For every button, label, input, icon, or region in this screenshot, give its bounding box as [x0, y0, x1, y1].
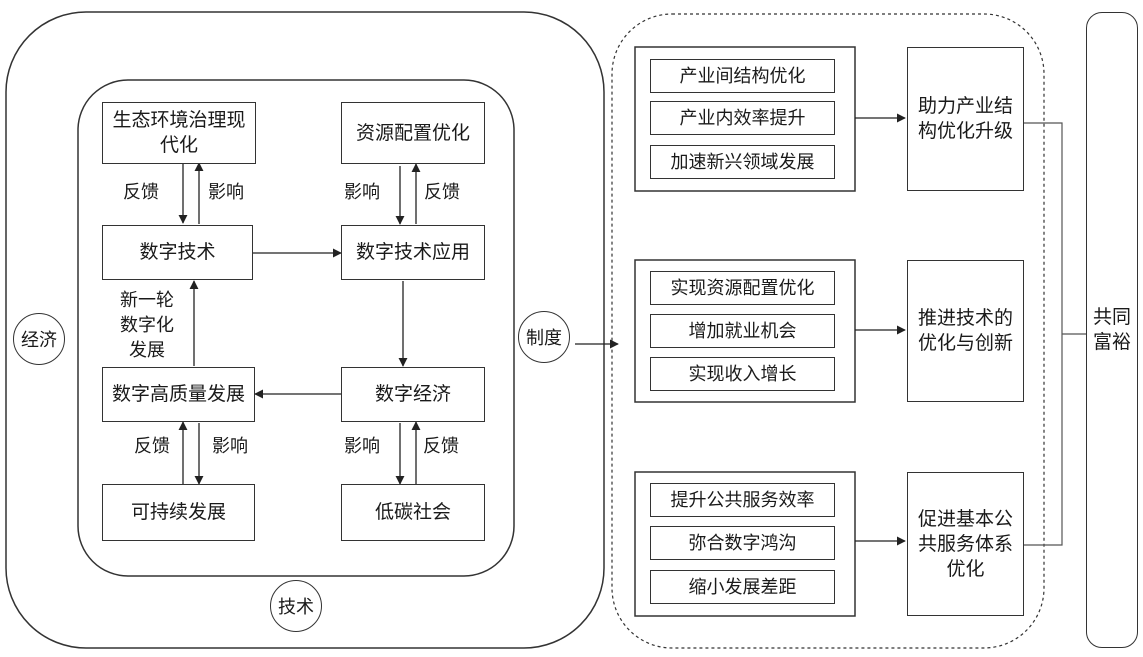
eco-governance-text: 生态环境治理现代化 [112, 109, 246, 156]
group3-item-1: 提升公共服务效率 [650, 483, 835, 517]
label-influence-sustainable: 影响 [212, 436, 248, 457]
sustainable-box: 可持续发展 [102, 484, 255, 541]
digital-tech-app-text: 数字技术应用 [355, 241, 470, 263]
technology-circle: 技术 [270, 580, 322, 632]
low-carbon-text: 低碳社会 [374, 501, 451, 523]
resource-allocation-box: 资源配置优化 [341, 102, 485, 164]
common-prosperity-text: 共同富裕 [1093, 306, 1132, 353]
group2-item-2: 增加就业机会 [650, 314, 835, 348]
group1-item-3: 加速新兴领域发展 [650, 145, 835, 179]
eco-governance-box: 生态环境治理现代化 [102, 102, 256, 164]
economy-circle: 经济 [13, 313, 65, 365]
institution-frame [611, 13, 1045, 649]
group2-item-1: 实现资源配置优化 [650, 271, 835, 305]
group2-item-3: 实现收入增长 [650, 357, 835, 391]
group3-item-2: 弥合数字鸿沟 [650, 526, 835, 560]
label-new-round: 新一轮数字化发展 [120, 290, 174, 361]
digital-tech-app-box: 数字技术应用 [341, 225, 485, 280]
label-feedback-lowcarbon: 反馈 [423, 436, 459, 457]
digital-economy-box: 数字经济 [341, 367, 485, 422]
digital-tech-text: 数字技术 [139, 241, 216, 263]
group3-result: 促进基本公共服务体系优化 [907, 472, 1024, 616]
technology-label: 技术 [278, 597, 314, 618]
label-influence-resource: 影响 [344, 182, 380, 203]
label-influence-eco: 影响 [208, 182, 244, 203]
bracket-to-final [1024, 122, 1063, 546]
institution-circle: 制度 [518, 311, 570, 363]
group2-result: 推进技术的优化与创新 [907, 260, 1024, 402]
digital-tech-box: 数字技术 [102, 225, 253, 280]
common-prosperity-box: 共同富裕 [1086, 12, 1138, 648]
group-frame-2 [634, 259, 856, 403]
outer-frame [5, 11, 605, 649]
resource-allocation-text: 资源配置优化 [355, 121, 470, 144]
label-feedback-resource: 反馈 [424, 182, 460, 203]
inner-frame [77, 79, 515, 577]
digital-high-quality-text: 数字高质量发展 [111, 383, 245, 405]
group-frame-1 [634, 46, 856, 192]
label-influence-lowcarbon: 影响 [344, 436, 380, 457]
digital-high-quality-box: 数字高质量发展 [102, 367, 255, 422]
label-feedback-eco: 反馈 [123, 182, 159, 203]
group1-item-1: 产业间结构优化 [650, 59, 835, 93]
digital-economy-text: 数字经济 [374, 383, 451, 405]
group1-item-2: 产业内效率提升 [650, 101, 835, 135]
group1-result: 助力产业结构优化升级 [907, 47, 1024, 191]
group3-item-3: 缩小发展差距 [650, 570, 835, 604]
low-carbon-box: 低碳社会 [341, 484, 485, 541]
sustainable-text: 可持续发展 [130, 501, 226, 523]
label-feedback-sustainable: 反馈 [134, 436, 170, 457]
economy-label: 经济 [21, 330, 57, 351]
institution-label: 制度 [526, 328, 562, 349]
group-frame-3 [634, 471, 856, 617]
